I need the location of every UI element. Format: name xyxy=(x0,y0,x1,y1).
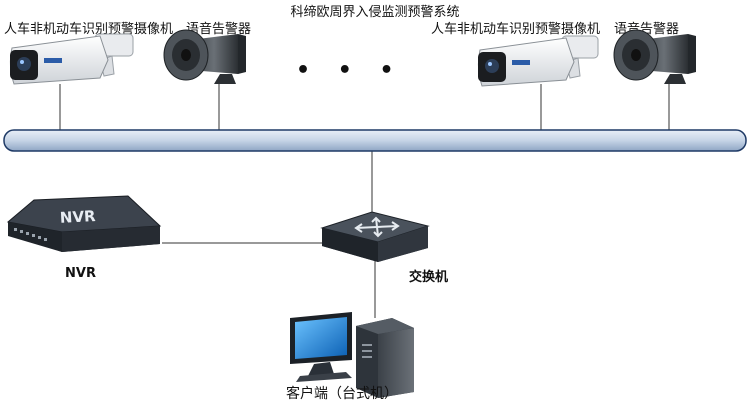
camera-1-label: 人车非机动车识别预警摄像机 xyxy=(4,22,174,37)
speaker-2-icon xyxy=(613,29,696,84)
client-label: 客户端（台式机） xyxy=(286,386,398,402)
switch-icon xyxy=(320,211,430,262)
connection-lines xyxy=(59,82,670,318)
switch-label: 交换机 xyxy=(409,270,449,285)
nvr-panel-text: NVR xyxy=(59,207,96,227)
nvr-icon: NVR xyxy=(6,195,162,252)
camera-2-label: 人车非机动车识别预警摄像机 xyxy=(431,22,601,37)
network-bus xyxy=(3,129,747,152)
speaker-1-icon xyxy=(163,29,246,84)
speaker-1-label: 语音告警器 xyxy=(186,22,252,37)
nvr-label: NVR xyxy=(65,266,96,281)
camera-1-icon xyxy=(9,33,134,85)
camera-2-icon xyxy=(477,35,599,87)
more-devices-ellipsis: • • • xyxy=(296,58,404,83)
diagram-title: 科缔欧周界入侵监测预警系统 xyxy=(290,5,460,20)
desktop-client-icon xyxy=(290,312,414,398)
